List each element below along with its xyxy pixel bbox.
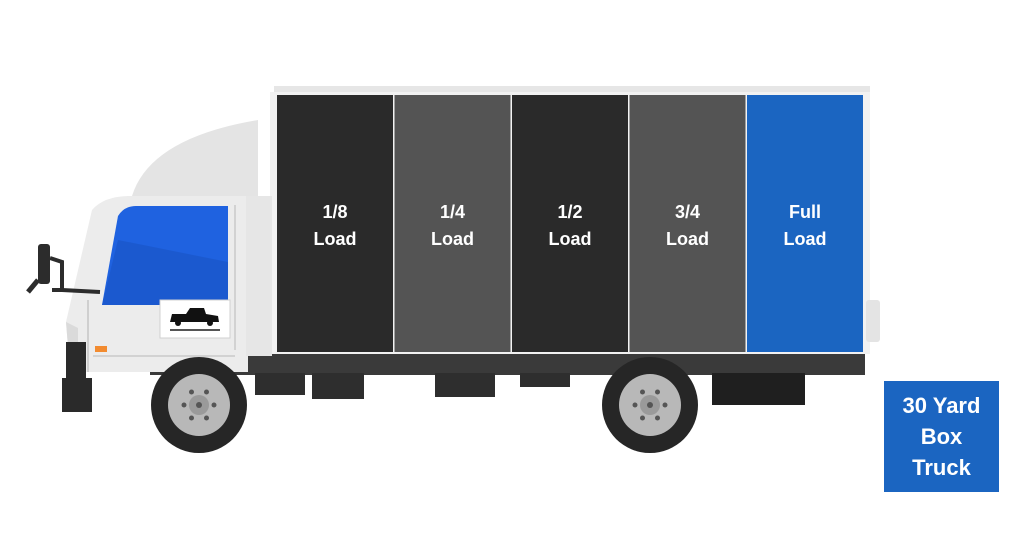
load-segment-fill: [629, 95, 746, 352]
load-segment-label: Load: [431, 229, 474, 249]
side-mirror-icon: [26, 244, 101, 294]
badge-line-1: 30 Yard: [902, 393, 981, 418]
badge-line-3: Truck: [912, 455, 971, 480]
load-segment-label: Load: [784, 229, 827, 249]
load-segment-fill: [277, 95, 393, 352]
load-segment-label: 1/8: [322, 202, 347, 222]
wheel-icon: [151, 357, 247, 453]
load-segment-fill: [512, 95, 628, 352]
load-segment-label: Load: [314, 229, 357, 249]
badge-line-2: Box: [920, 424, 963, 449]
load-segment-label: 1/4: [440, 202, 465, 222]
front-bumper: [62, 342, 107, 412]
load-segment-fill: [747, 95, 863, 352]
wheel-icon: [602, 357, 698, 453]
load-segment-label: Load: [549, 229, 592, 249]
load-segment-fill: [394, 95, 511, 352]
truck-size-badge: 30 Yard Box Truck: [884, 381, 999, 492]
indicator-light: [95, 346, 107, 352]
load-segment-label: Full: [789, 202, 821, 222]
load-segment-label: Load: [666, 229, 709, 249]
load-segment-label: 3/4: [675, 202, 700, 222]
load-segment-label: 1/2: [557, 202, 582, 222]
pickup-truck-logo-icon: [159, 299, 231, 339]
